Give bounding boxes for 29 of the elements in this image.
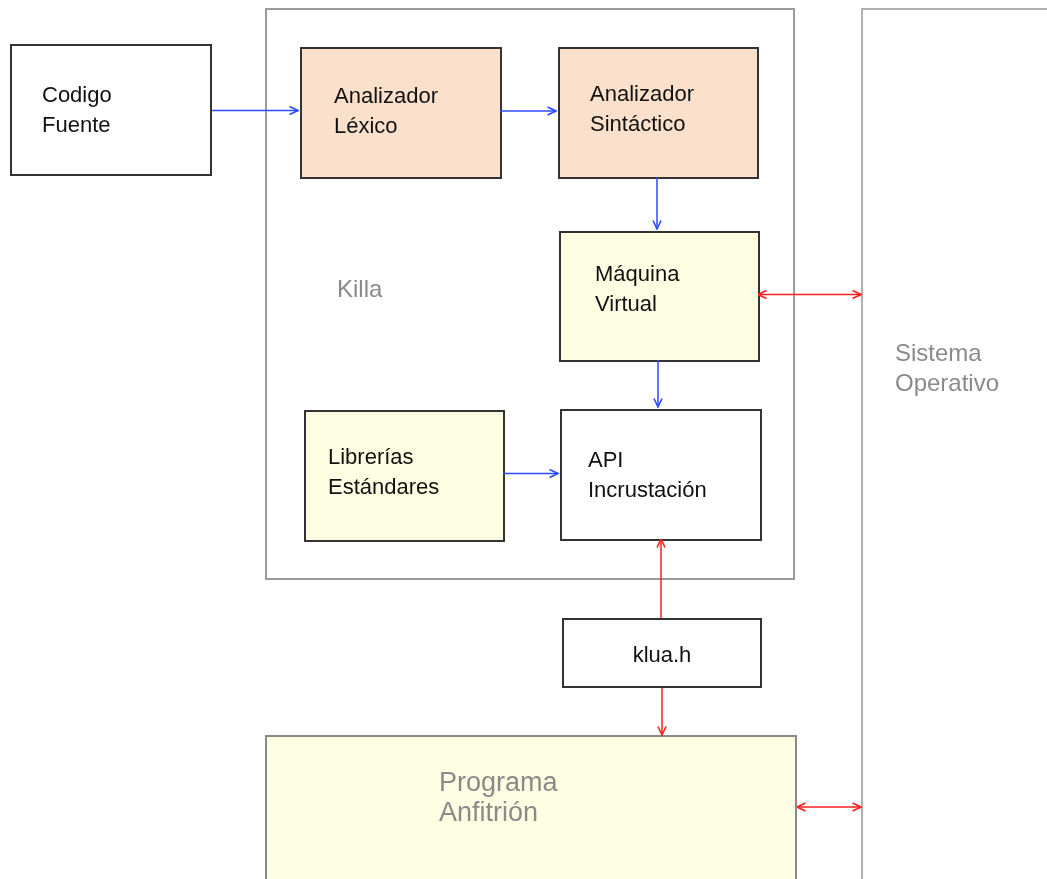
node-label: Codigo Fuente xyxy=(42,81,113,139)
arrow xyxy=(499,106,557,116)
arrow xyxy=(653,359,663,408)
arrow xyxy=(796,802,862,812)
system-panel xyxy=(861,8,1047,879)
process-box xyxy=(300,47,502,179)
node-label: API Incrustación xyxy=(588,446,708,504)
arrow xyxy=(657,687,667,736)
arrow xyxy=(502,468,559,479)
arrow xyxy=(652,176,662,230)
file-box xyxy=(562,618,762,688)
process-box xyxy=(304,410,505,542)
container-box xyxy=(265,8,795,580)
process-box xyxy=(558,47,759,179)
node-label: Sistema Operativo xyxy=(895,338,1001,398)
program-panel xyxy=(265,735,797,879)
node-label: Máquina Virtual xyxy=(595,260,681,318)
process-box xyxy=(10,44,212,176)
node-label: Analizador Léxico xyxy=(334,82,439,140)
process-box xyxy=(560,409,762,541)
node-label: Librerías Estándares xyxy=(328,443,441,501)
node-label: Killa xyxy=(337,274,384,304)
node-label: Programa Anfitrión xyxy=(439,767,559,827)
node-label: klua.h xyxy=(631,641,693,669)
arrow xyxy=(211,105,299,116)
arrow xyxy=(656,538,666,619)
node-label: Analizador Sintáctico xyxy=(590,80,695,138)
process-box xyxy=(559,231,760,362)
arrow xyxy=(757,289,862,300)
